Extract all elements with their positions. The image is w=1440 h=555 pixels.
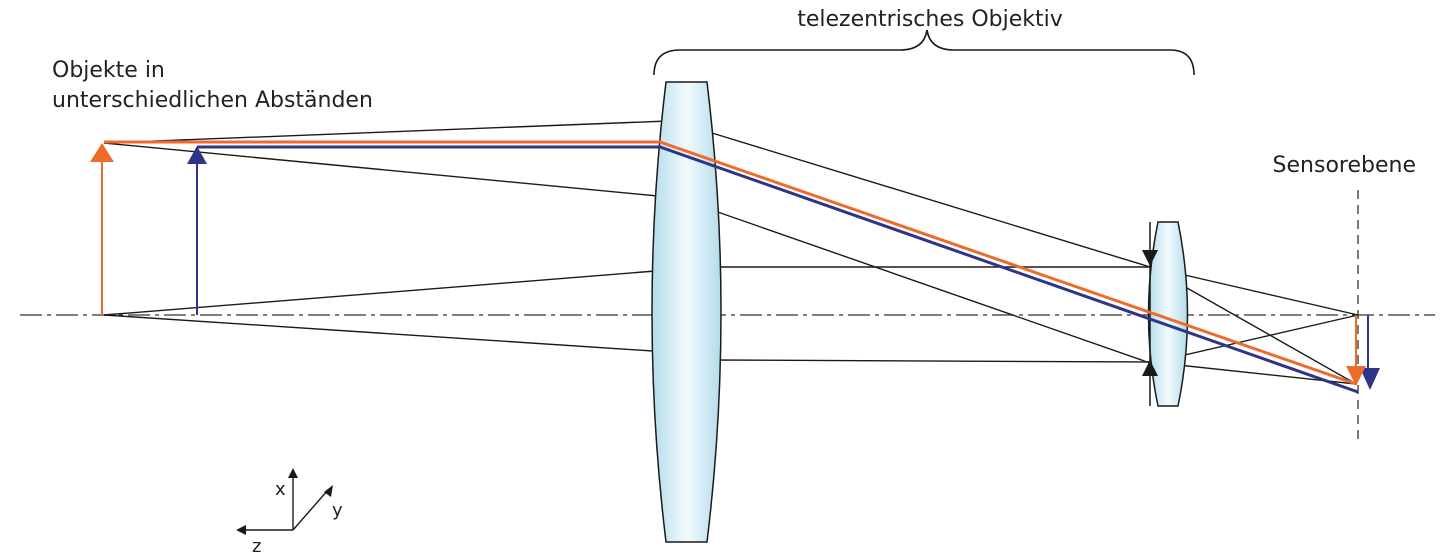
y-axis-arrowhead: [324, 485, 333, 497]
objects-label-line1: Objekte in: [52, 58, 165, 83]
x-axis-arrowhead: [288, 468, 298, 478]
lens-system-brace: [653, 29, 1195, 76]
sensor-plane-label: Sensorebene: [1273, 153, 1416, 178]
y-axis-label: y: [332, 500, 343, 521]
z-axis-arrowhead: [236, 525, 246, 535]
far-object-ray: [197, 145, 1359, 394]
objects-label-line2: unterschiedlichen Abständen: [52, 88, 373, 113]
near-image-arrowhead: [1346, 366, 1366, 386]
lens-system-title: telezentrisches Objektiv: [797, 7, 1063, 32]
near-object-arrowhead: [90, 143, 114, 162]
coordinate-axes: [242, 474, 329, 531]
far-image-arrowhead: [1360, 368, 1380, 390]
near-object-ray: [104, 140, 1357, 386]
z-axis-label: z: [252, 536, 261, 555]
aperture-stop: [1142, 222, 1158, 406]
first-lens: [651, 81, 722, 543]
x-axis-label: x: [275, 479, 286, 500]
far-object-arrowhead: [187, 146, 207, 164]
